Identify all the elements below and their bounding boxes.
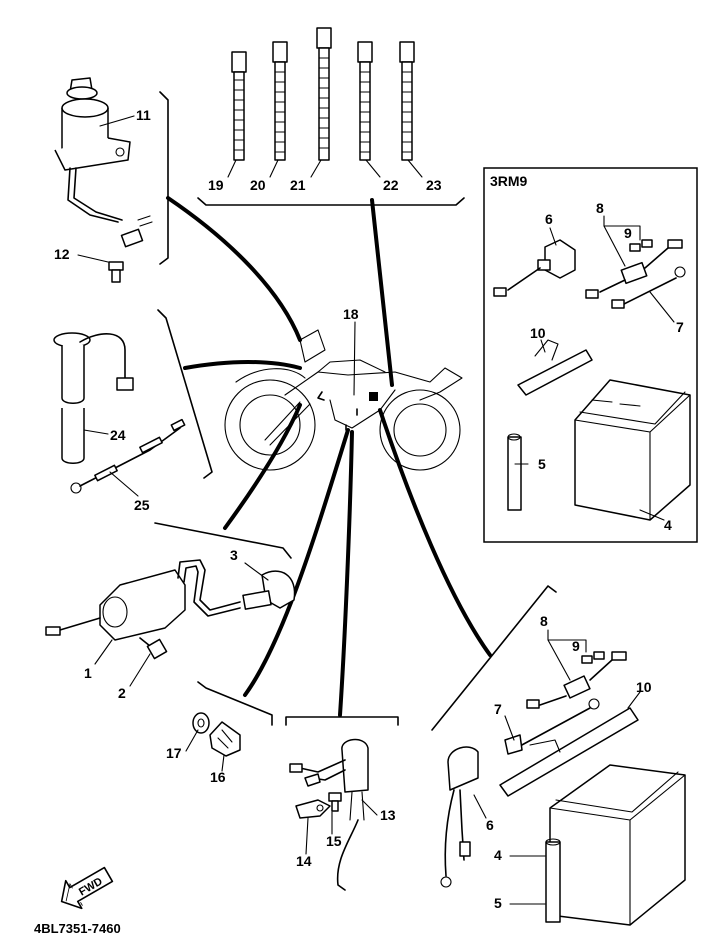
- main-switch-assembly: [54, 77, 153, 248]
- neutral-switch-16: [209, 721, 241, 757]
- label-12: 12: [54, 246, 70, 262]
- wire-25: [70, 418, 186, 494]
- label-19: 19: [208, 177, 224, 193]
- label-16: 16: [210, 769, 226, 785]
- battery-group: [440, 651, 686, 926]
- inset-label-8: 8: [596, 200, 604, 216]
- label-14: 14: [296, 853, 312, 869]
- inset-label-10: 10: [530, 325, 546, 341]
- plug-cap-3: [242, 570, 296, 610]
- label-21: 21: [290, 177, 306, 193]
- label-3: 3: [230, 547, 238, 563]
- label-11: 11: [136, 107, 151, 123]
- battery-location-marker: [369, 392, 378, 401]
- battery-label-10: 10: [636, 679, 652, 695]
- cable-ties: [231, 27, 415, 161]
- battery-label-4: 4: [494, 847, 502, 863]
- label-18: 18: [343, 306, 359, 322]
- bolt-2: [139, 637, 168, 660]
- inset-label-6: 6: [545, 211, 553, 227]
- battery-label-9: 9: [572, 638, 580, 654]
- battery-label-5: 5: [494, 895, 502, 911]
- inset-label-9: 9: [624, 225, 632, 241]
- inset-label-5: 5: [538, 456, 546, 472]
- ignition-coil-1: [45, 559, 241, 641]
- fwd-arrow-icon: FWD: [60, 866, 114, 910]
- fwd-label: FWD: [77, 875, 105, 898]
- label-13: 13: [380, 807, 396, 823]
- inset-label-7: 7: [676, 319, 684, 335]
- label-25: 25: [134, 497, 150, 513]
- battery-label-7: 7: [494, 701, 502, 717]
- label-1: 1: [84, 665, 92, 681]
- stop-switch-13: [289, 738, 369, 891]
- label-15: 15: [326, 833, 342, 849]
- fuel-sender-24: [53, 332, 134, 464]
- screw-12: [108, 261, 124, 283]
- battery-label-8: 8: [540, 613, 548, 629]
- inset-title: 3RM9: [490, 173, 528, 189]
- label-20: 20: [250, 177, 266, 193]
- battery-label-6: 6: [486, 817, 494, 833]
- bracket-14: [295, 799, 331, 819]
- group-brackets: [154, 91, 557, 731]
- screw-15: [328, 792, 342, 812]
- group-leader-lines: [166, 196, 492, 717]
- label-24: 24: [110, 427, 126, 443]
- label-leader-lines: [77, 115, 675, 905]
- washer-17: [192, 712, 210, 734]
- label-17: 17: [166, 745, 182, 761]
- catalog-reference: 4BL7351-7460: [34, 921, 121, 936]
- label-2: 2: [118, 685, 126, 701]
- inset-label-4: 4: [664, 517, 672, 533]
- label-22: 22: [383, 177, 399, 193]
- motorcycle-silhouette: [224, 329, 463, 471]
- inset-frame: [483, 167, 698, 543]
- inset-3rm9: [483, 167, 698, 543]
- part-labels: 11 12 19 20 21 22 23 18 24 25 3 1 2 17 1…: [54, 107, 684, 911]
- label-23: 23: [426, 177, 442, 193]
